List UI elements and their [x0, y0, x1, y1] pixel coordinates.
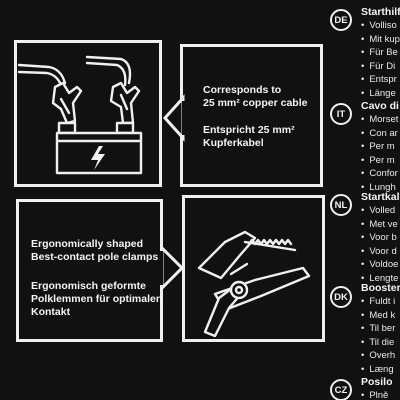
list-item: Für Be [361, 46, 400, 60]
cable-panel-pointer [162, 94, 186, 142]
language-badge-de: DE [330, 9, 352, 31]
battery-illustration-panel [14, 40, 162, 187]
clamp-description-panel: Ergonomically shaped Best-contact pole c… [16, 199, 163, 342]
clamp-text-en: Ergonomically shaped Best-contact pole c… [31, 238, 159, 263]
battery-clamps-icon [17, 55, 143, 175]
language-badge-dk: DK [330, 286, 352, 308]
cable-spec-text-en: Corresponds to 25 mm² copper cable [203, 84, 308, 109]
list-item: Plně [361, 389, 388, 400]
list-item: Met ve [361, 218, 398, 232]
language-sidebar: DE Starthilf Volliso Mit kup Für Be Für … [330, 0, 400, 400]
section-title-nl: Startkal [361, 191, 400, 203]
clamp-panel-pointer [159, 244, 185, 292]
bullet-list-nl: Volled Met ve Voor b Voor d Voldoe Lengt… [361, 204, 398, 286]
list-item: Voor d [361, 245, 398, 259]
list-item: Til ber [361, 322, 395, 336]
pole-clamp-illustration-panel [182, 195, 325, 342]
list-item: Länge [361, 87, 400, 101]
bullet-list-cz: Plně [361, 389, 388, 400]
list-item: Med k [361, 309, 395, 323]
list-item: Til die [361, 336, 395, 350]
cable-spec-text-de: Entspricht 25 mm² Kupferkabel [203, 124, 295, 149]
list-item: Volliso [361, 19, 400, 33]
list-item: Für Di [361, 60, 400, 74]
section-title-it: Cavo di [361, 100, 399, 112]
list-item: Mit kup [361, 33, 400, 47]
list-item: Con ar [361, 127, 398, 141]
section-title-cz: Posilo [361, 376, 393, 388]
bullet-list-dk: Fuldt i Med k Til ber Til die Overh Læng [361, 295, 395, 377]
section-title-dk: Booster [361, 282, 400, 294]
list-item: Per m [361, 154, 398, 168]
list-item: Læng [361, 363, 395, 377]
list-item: Fuldt i [361, 295, 395, 309]
list-item: Volled [361, 204, 398, 218]
list-item: Voor b [361, 231, 398, 245]
list-item: Morset [361, 113, 398, 127]
list-item: Per m [361, 140, 398, 154]
pole-clamp-icon [197, 230, 311, 338]
list-item: Lengte [361, 272, 398, 286]
list-item: Overh [361, 349, 395, 363]
language-badge-it: IT [330, 103, 352, 125]
bullet-list-it: Morset Con ar Per m Per m Confor Lungh [361, 113, 398, 195]
list-item: Voldoe [361, 258, 398, 272]
language-badge-nl: NL [330, 194, 352, 216]
section-title-de: Starthilf [361, 6, 400, 18]
list-item: Confor [361, 167, 398, 181]
clamp-text-de: Ergonomisch geformte Polklemmen für opti… [31, 280, 163, 318]
list-item: Entspr [361, 73, 400, 87]
language-badge-cz: CZ [330, 379, 352, 400]
bullet-list-de: Volliso Mit kup Für Be Für Di Entspr Län… [361, 19, 400, 101]
list-item: Lungh [361, 181, 398, 195]
cable-spec-panel: Corresponds to 25 mm² copper cable Entsp… [180, 44, 323, 187]
